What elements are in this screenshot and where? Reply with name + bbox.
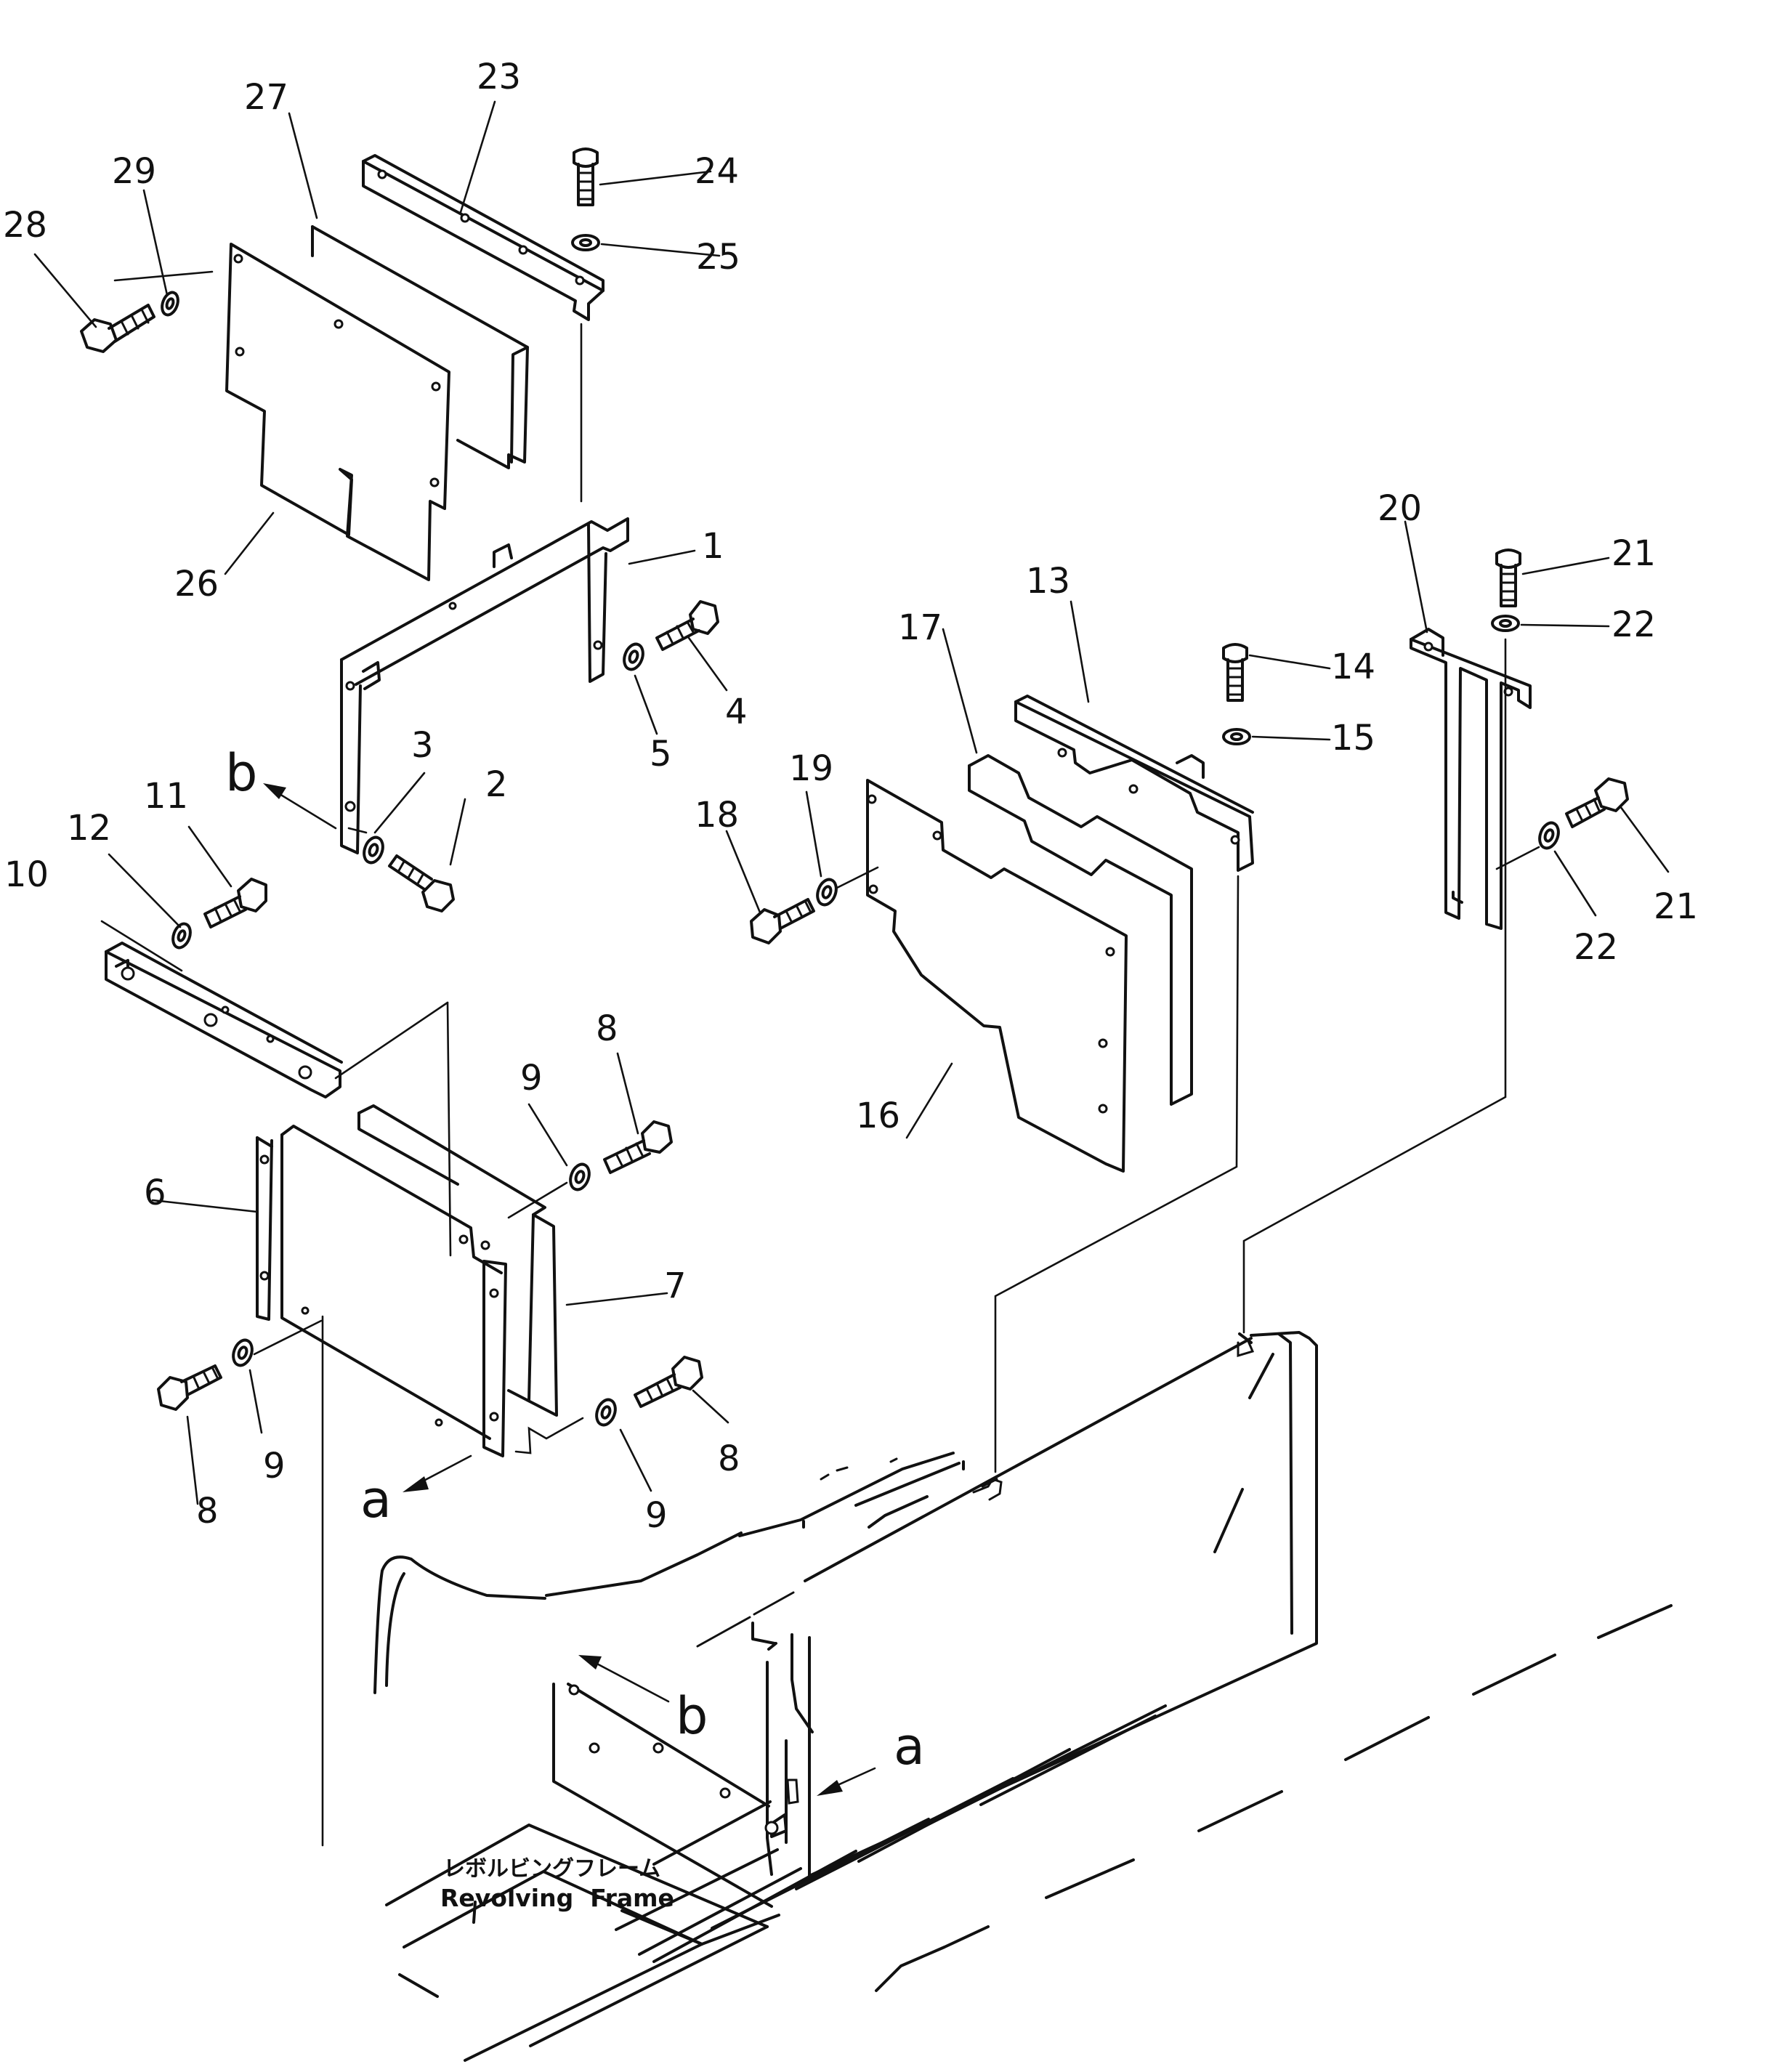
assembly-lines bbox=[113, 270, 1540, 1847]
callout-3: 3 bbox=[411, 725, 434, 766]
bolt-4 bbox=[655, 600, 719, 651]
bracket-23 bbox=[362, 154, 604, 321]
callout-29: 29 bbox=[112, 151, 156, 192]
washer-25 bbox=[571, 234, 600, 251]
washer-5 bbox=[623, 642, 644, 671]
callout-28: 28 bbox=[3, 205, 47, 246]
bracket-20 bbox=[1410, 628, 1532, 930]
bolt-8-right bbox=[634, 1356, 703, 1408]
washer-22-top bbox=[1491, 615, 1520, 632]
view-label-a-left: a bbox=[360, 1470, 392, 1529]
callout-14: 14 bbox=[1331, 647, 1375, 687]
view-arrow-b-frame bbox=[578, 1655, 670, 1703]
view-label-a-frame: a bbox=[894, 1717, 925, 1776]
washer-19 bbox=[816, 878, 838, 907]
bolt-2 bbox=[388, 854, 455, 912]
callout-17: 17 bbox=[898, 607, 942, 648]
washer-15 bbox=[1222, 728, 1251, 745]
frame-label-english: Revolving Frame bbox=[440, 1884, 674, 1912]
insulation-pad-27 bbox=[311, 225, 529, 469]
washer-22-right bbox=[1538, 821, 1560, 850]
bolt-21-right bbox=[1565, 777, 1629, 828]
cover-plate-16 bbox=[866, 779, 1128, 1173]
callout-11: 11 bbox=[144, 776, 188, 817]
insulation-pad-17 bbox=[968, 754, 1193, 1106]
view-arrow-a-frame bbox=[817, 1767, 876, 1796]
frame-label-japanese: レボルビングフレーム bbox=[443, 1856, 660, 1882]
callout-16: 16 bbox=[856, 1096, 900, 1136]
washer-12 bbox=[171, 922, 192, 950]
callout-20: 20 bbox=[1378, 488, 1422, 529]
callout-27: 27 bbox=[244, 77, 288, 118]
callout-19: 19 bbox=[789, 748, 833, 789]
bolt-11 bbox=[203, 878, 267, 928]
view-label-b-frame: b bbox=[676, 1686, 708, 1746]
washer-3 bbox=[363, 835, 384, 865]
callout-21-right: 21 bbox=[1654, 886, 1698, 927]
callout-25: 25 bbox=[696, 237, 740, 278]
cover-plate-26 bbox=[225, 243, 450, 581]
bolt-14 bbox=[1222, 643, 1248, 702]
panel-7 bbox=[357, 1104, 558, 1417]
leader-lines bbox=[33, 100, 1670, 1505]
callout-1: 1 bbox=[702, 526, 724, 567]
callout-2: 2 bbox=[485, 764, 508, 805]
bolt-8-top bbox=[603, 1120, 673, 1174]
bolt-28 bbox=[80, 304, 155, 353]
frame-mount-bracket bbox=[552, 1683, 788, 1908]
revolving-frame-caption: レボルビングフレーム Revolving Frame bbox=[440, 1856, 674, 1912]
callout-9-top: 9 bbox=[520, 1058, 543, 1098]
callout-21-top: 21 bbox=[1612, 533, 1656, 574]
washer-9-left bbox=[232, 1338, 254, 1367]
callout-9-left: 9 bbox=[263, 1446, 286, 1486]
callout-7: 7 bbox=[664, 1266, 687, 1306]
washer-9-top bbox=[569, 1162, 591, 1191]
view-label-b-top: b bbox=[225, 743, 257, 803]
bracket-13 bbox=[1014, 695, 1254, 872]
callout-8-left: 8 bbox=[196, 1491, 219, 1531]
callout-9-right: 9 bbox=[645, 1495, 668, 1536]
callout-26: 26 bbox=[174, 564, 219, 604]
callout-5: 5 bbox=[650, 734, 672, 774]
callout-15: 15 bbox=[1331, 718, 1375, 758]
view-arrow-a-left bbox=[403, 1454, 472, 1492]
callout-8-top: 8 bbox=[596, 1008, 618, 1049]
view-labels: b a b a bbox=[225, 743, 925, 1776]
callout-22-right: 22 bbox=[1574, 927, 1618, 968]
bolt-18 bbox=[750, 898, 815, 944]
washer-9-right bbox=[595, 1398, 617, 1427]
bolt-24 bbox=[573, 147, 599, 206]
washer-29 bbox=[161, 291, 179, 317]
panel-6 bbox=[256, 1125, 507, 1457]
callout-labels: 1 2 3 4 5 6 7 8 8 8 9 9 9 10 11 12 13 14… bbox=[3, 57, 1698, 1536]
callout-22-top: 22 bbox=[1612, 604, 1656, 645]
bolt-21-top bbox=[1495, 549, 1521, 607]
frame-1 bbox=[340, 517, 629, 854]
callout-4: 4 bbox=[725, 692, 748, 732]
bracket-10 bbox=[105, 942, 343, 1098]
frame-base bbox=[385, 1604, 1673, 2062]
callout-6: 6 bbox=[144, 1173, 166, 1213]
callout-18: 18 bbox=[695, 795, 739, 835]
callout-12: 12 bbox=[67, 808, 111, 849]
callout-8-right: 8 bbox=[718, 1438, 740, 1479]
bolt-8-left bbox=[157, 1364, 222, 1411]
callout-10: 10 bbox=[4, 854, 49, 895]
view-arrow-b-top bbox=[263, 783, 337, 830]
callout-13: 13 bbox=[1026, 561, 1070, 602]
revolving-frame bbox=[373, 1331, 1318, 1877]
callout-23: 23 bbox=[477, 57, 521, 97]
callout-24: 24 bbox=[695, 151, 739, 192]
